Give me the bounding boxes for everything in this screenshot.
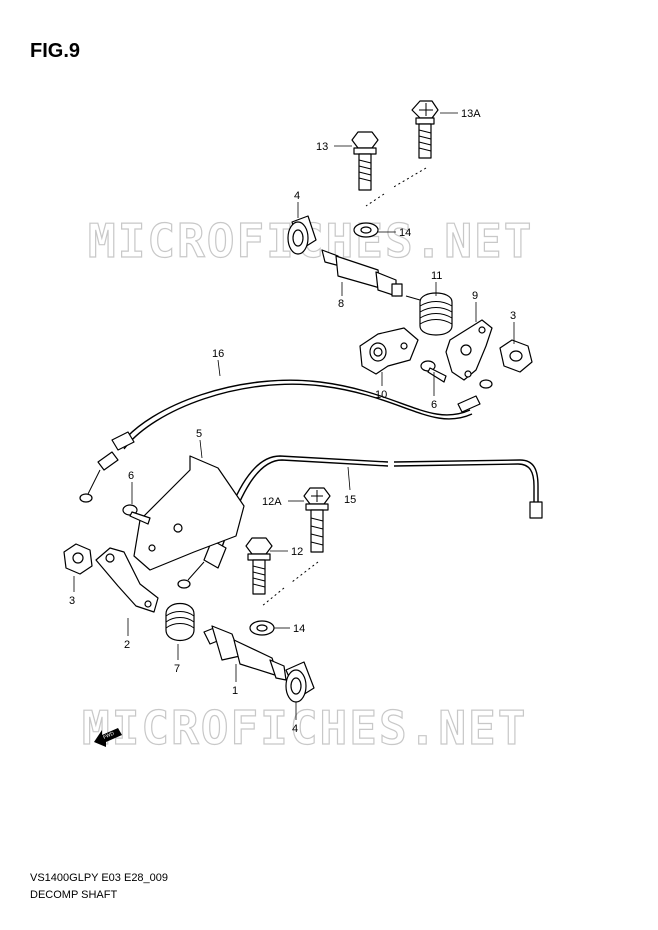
screw-6-left — [122, 504, 151, 525]
callout-14-top: 14 — [399, 227, 411, 239]
bolt-12a — [303, 487, 331, 553]
model-code: VS1400GLPY E03 E28_009 — [30, 872, 169, 884]
callout-10: 10 — [375, 389, 387, 401]
callout-4-bottom: 4 — [292, 723, 298, 735]
callout-16: 16 — [212, 348, 224, 360]
lever-2 — [95, 547, 159, 613]
callout-12a: 12A — [262, 496, 282, 508]
washer-14-bottom — [249, 620, 275, 636]
callout-3-right: 3 — [510, 310, 516, 322]
callout-5: 5 — [196, 428, 202, 440]
callout-1: 1 — [232, 685, 238, 697]
fwd-arrow-icon: FWD — [94, 728, 122, 747]
screw-6-top — [420, 360, 447, 383]
callout-6-left: 6 — [128, 470, 134, 482]
callout-9: 9 — [472, 290, 478, 302]
callout-13: 13 — [316, 141, 328, 153]
washer-14-top — [353, 222, 379, 238]
decomp-shaft-1 — [203, 625, 287, 681]
bolt-13a — [411, 100, 439, 159]
callout-3-left: 3 — [69, 595, 75, 607]
callout-14-bottom: 14 — [293, 623, 305, 635]
bracket-5 — [133, 455, 245, 571]
lever-9 — [445, 319, 493, 381]
oil-seal-4-bottom — [285, 661, 315, 703]
callout-11: 11 — [431, 270, 442, 282]
plate-10 — [359, 327, 419, 375]
bolt-13 — [351, 131, 379, 191]
nut-3-left — [63, 543, 93, 575]
nut-3-right — [499, 339, 533, 373]
callout-4-top: 4 — [294, 190, 300, 202]
spring-11 — [405, 292, 453, 336]
oil-seal-4-top — [287, 215, 317, 255]
callout-8: 8 — [338, 298, 344, 310]
callout-15: 15 — [344, 494, 356, 506]
fwd-label: FWD — [102, 731, 115, 741]
callout-13a: 13A — [461, 108, 481, 120]
cable-16 — [79, 379, 493, 503]
bolt-12 — [245, 537, 273, 595]
figure-caption: DECOMP SHAFT — [30, 889, 118, 901]
callout-2: 2 — [124, 639, 130, 651]
callout-7: 7 — [174, 663, 180, 675]
watermark-bottom: MICROFICHES.NET — [82, 701, 527, 755]
spring-7 — [165, 602, 195, 642]
decomp-shaft-8 — [321, 249, 403, 297]
figure-title: FIG.9 — [30, 40, 81, 62]
callout-6-top: 6 — [431, 399, 437, 411]
callout-12: 12 — [291, 546, 303, 558]
